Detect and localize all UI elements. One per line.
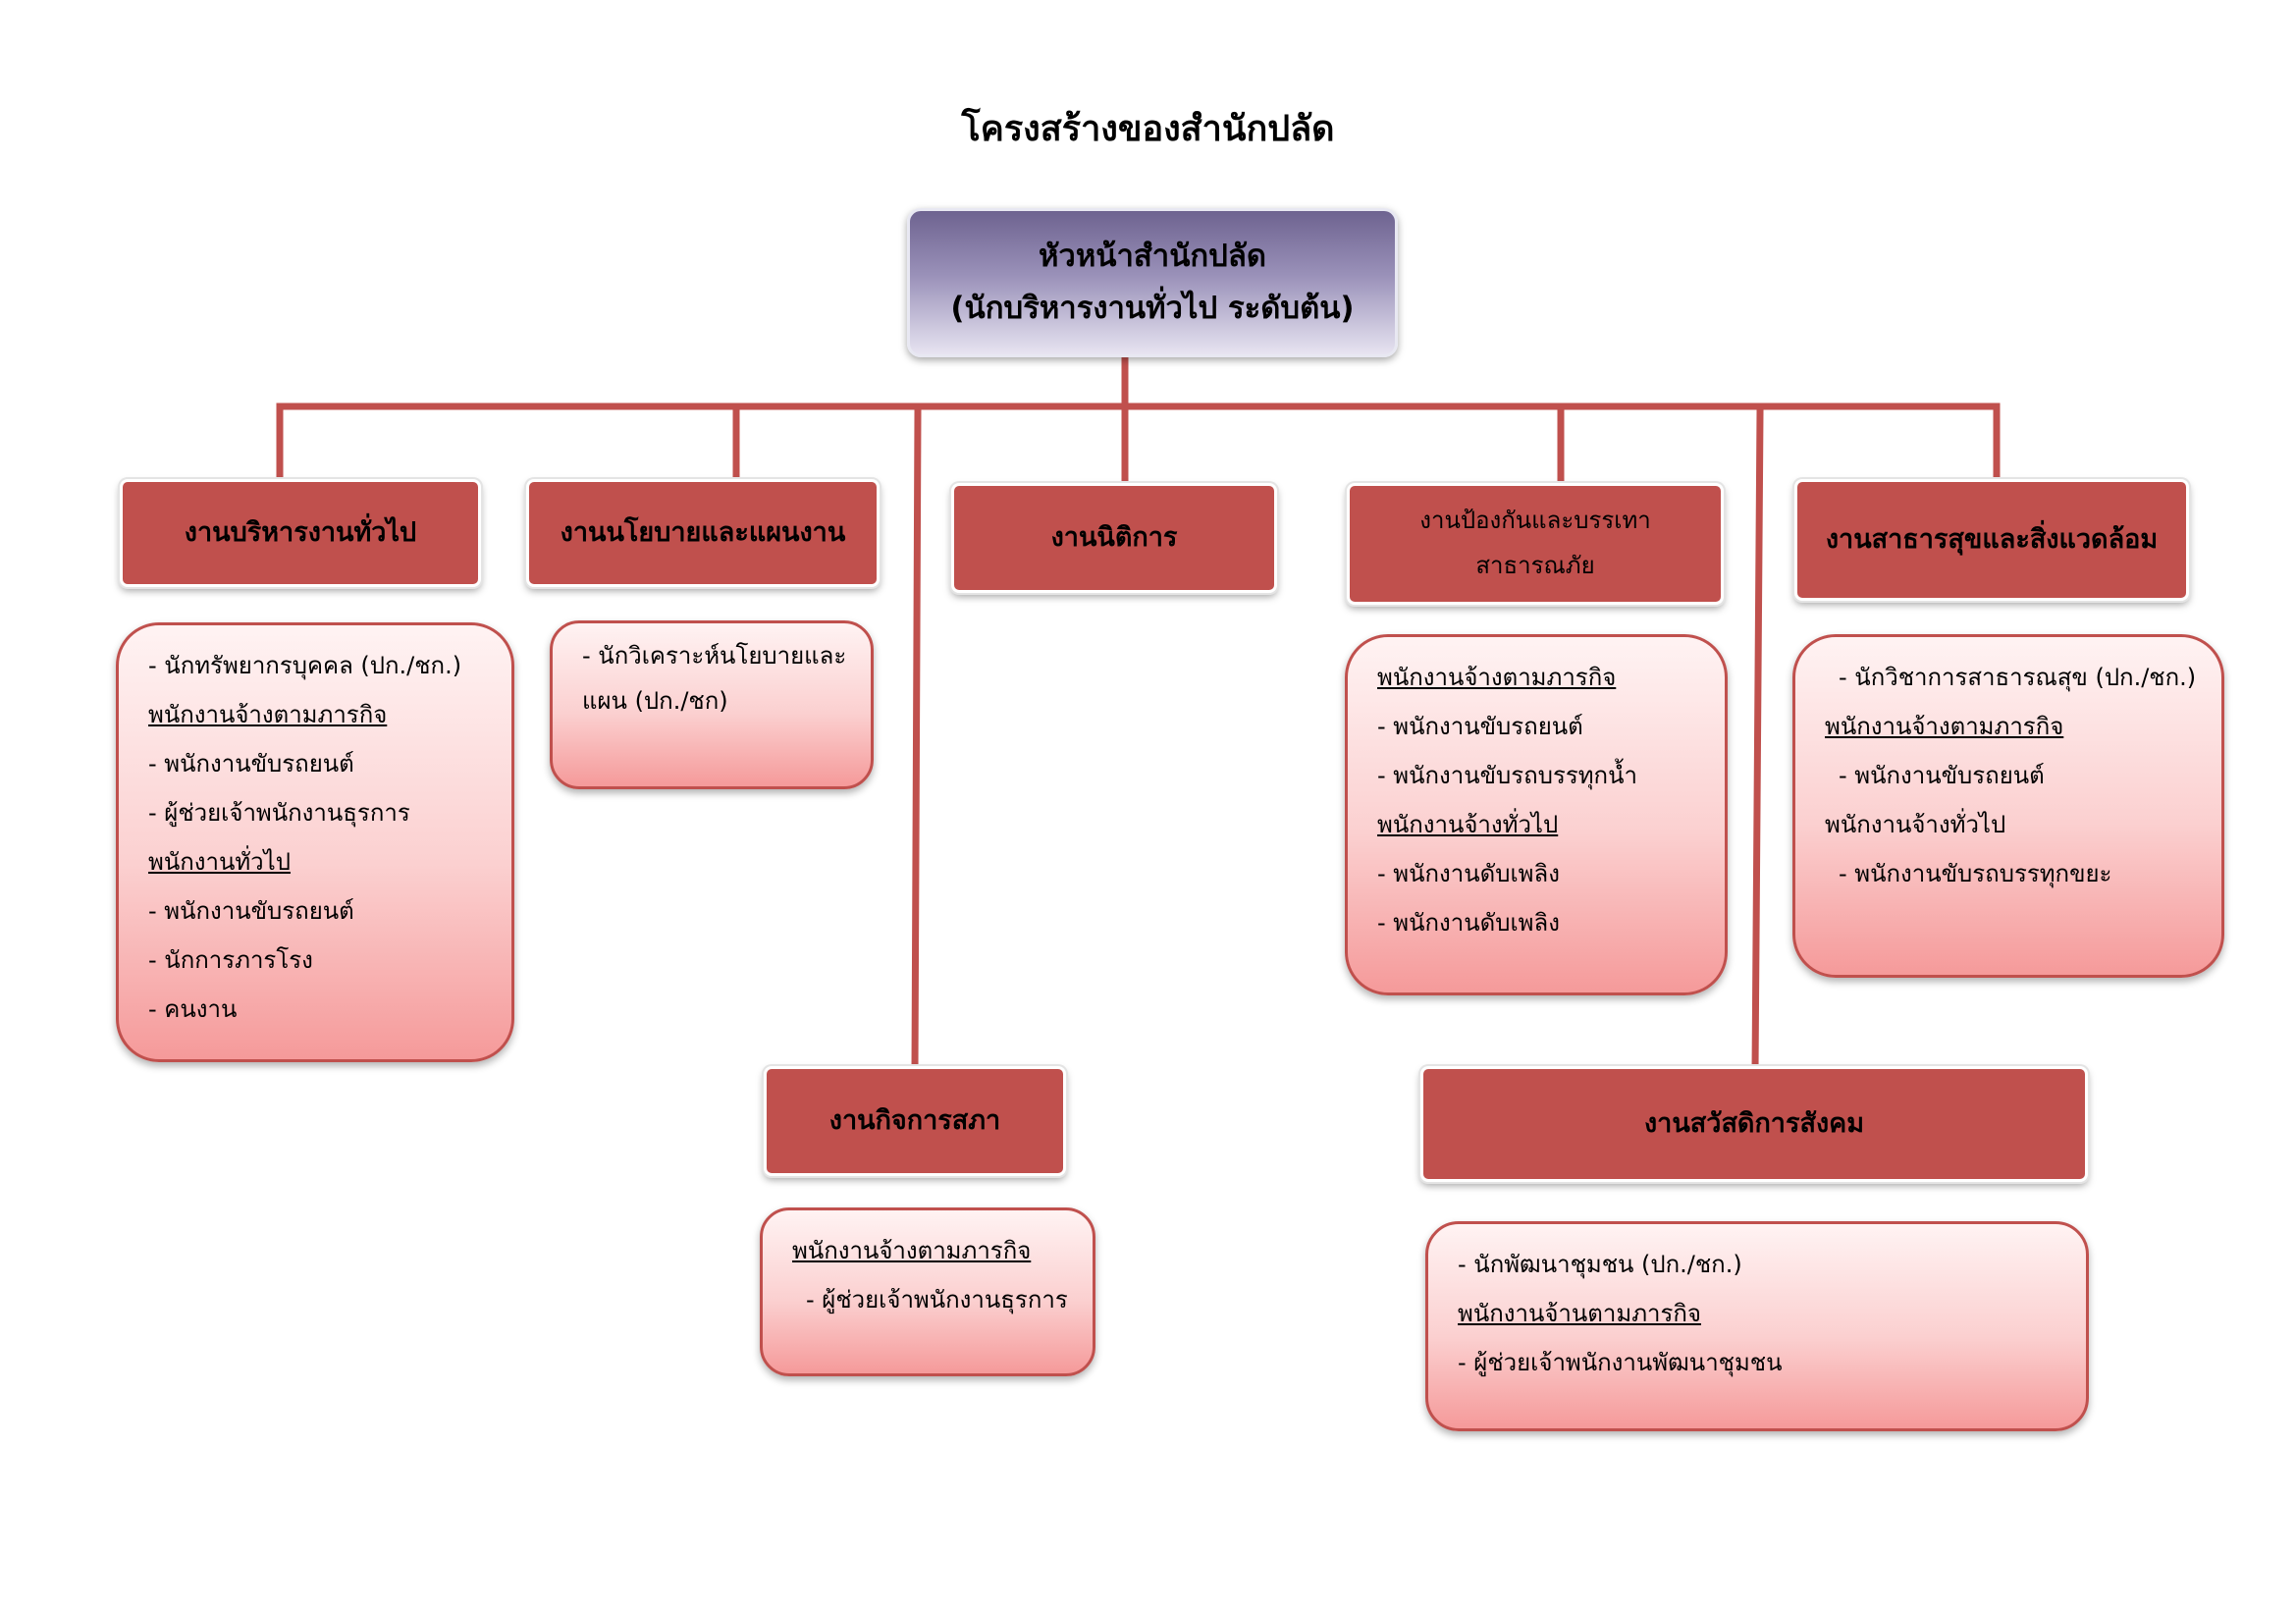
staff-group-heading: พนักงานทั่วไป: [148, 848, 291, 876]
staff-group-heading: พนักงานจ้านตามภารกิจ: [1458, 1300, 1701, 1327]
staff-item: - พนักงานขับรถบรรทุกน้ำ: [1377, 762, 1637, 789]
dept-disaster-label-line1: งานป้องกันและบรรเทา: [1419, 507, 1651, 535]
staff-group-heading: พนักงานจ้างทั่วไป: [1377, 811, 1559, 838]
staff-item: - คนงาน: [148, 995, 238, 1023]
staff-item: - นักวิชาการสาธารณสุข (ปก./ชก.): [1839, 664, 2197, 691]
staff-general-admin: - นักทรัพยากรบุคคล (ปก./ชก.) พนักงานจ้าง…: [116, 622, 514, 1062]
dept-social-welfare: งานสวัสดิการสังคม: [1420, 1066, 2088, 1182]
dept-social-welfare-label: งานสวัสดิการสังคม: [1644, 1107, 1864, 1139]
staff-item: - พนักงานขับรถยนต์: [1377, 713, 1583, 740]
dept-disaster: งานป้องกันและบรรเทา สาธารณภัย: [1347, 483, 1724, 605]
staff-item: - นักพัฒนาชุมชน (ปก./ชก.): [1458, 1251, 1742, 1278]
staff-group-heading: พนักงานจ้างตามภารกิจ: [792, 1237, 1032, 1264]
dept-legal: งานนิติการ: [951, 483, 1277, 593]
dept-legal-label: งานนิติการ: [1050, 521, 1178, 553]
dept-general-admin: งานบริหารงานทั่วไป: [120, 479, 481, 587]
dept-public-health-label: งานสาธารสุขและสิ่งแวดล้อม: [1825, 523, 2159, 555]
staff-disaster: พนักงานจ้างตามภารกิจ - พนักงานขับรถยนต์ …: [1345, 634, 1728, 995]
staff-group-heading: พนักงานจ้างทั่วไป: [1825, 811, 2006, 838]
dept-council: งานกิจการสภา: [764, 1066, 1066, 1176]
dept-general-admin-label: งานบริหารงานทั่วไป: [184, 516, 417, 548]
page-title: โครงสร้างของสำนักปลัด: [961, 109, 1335, 149]
dept-policy-plan: งานนโยบายและแผนงาน: [526, 479, 880, 587]
head-subtitle: (นักบริหารงานทั่วไป ระดับต้น): [950, 291, 1355, 326]
staff-item: - พนักงานขับรถยนต์: [1839, 762, 2045, 789]
staff-group-heading: พนักงานจ้างตามภารกิจ: [148, 701, 388, 728]
staff-policy-plan: - นักวิเคราะห์นโยบายและ แผน (ปก./ชก): [550, 620, 874, 789]
head-title: หัวหน้าสำนักปลัด: [1039, 239, 1266, 275]
staff-item: - ผู้ช่วยเจ้าพนักงานธุรการ: [806, 1286, 1068, 1313]
staff-item: - พนักงานดับเพลิง: [1377, 860, 1560, 887]
head-of-office-box: หัวหน้าสำนักปลัด (นักบริหารงานทั่วไป ระด…: [907, 208, 1398, 357]
staff-item: - ผู้ช่วยเจ้าพนักงานพัฒนาชุมชน: [1458, 1349, 1783, 1376]
drop-social-welfare: [1751, 408, 1764, 1074]
dept-policy-plan-label: งานนโยบายและแผนงาน: [560, 516, 846, 548]
staff-social-welfare: - นักพัฒนาชุมชน (ปก./ชก.) พนักงานจ้านตาม…: [1425, 1221, 2089, 1431]
dept-disaster-label-line2: สาธารณภัย: [1475, 552, 1595, 579]
staff-item: - พนักงานขับรถยนต์: [148, 750, 354, 777]
staff-item: - นักทรัพยากรบุคคล (ปก./ชก.): [148, 652, 462, 679]
staff-item: - นักวิเคราะห์นโยบายและ: [582, 642, 847, 670]
staff-item: - พนักงานขับรถบรรทุกขยะ: [1839, 860, 2112, 887]
staff-group-heading: พนักงานจ้างตามภารกิจ: [1377, 664, 1617, 691]
staff-council: พนักงานจ้างตามภารกิจ - ผู้ช่วยเจ้าพนักงา…: [760, 1207, 1095, 1376]
staff-item: - ผู้ช่วยเจ้าพนักงานธุรการ: [148, 799, 410, 827]
staff-item: - พนักงานขับรถยนต์: [148, 897, 354, 925]
dept-council-label: งานกิจการสภา: [828, 1104, 1001, 1136]
drop-council: [911, 408, 922, 1074]
staff-public-health: - นักวิชาการสาธารณสุข (ปก./ชก.) พนักงานจ…: [1792, 634, 2224, 978]
staff-item: - พนักงานดับเพลิง: [1377, 909, 1560, 937]
dept-public-health: งานสาธารสุขและสิ่งแวดล้อม: [1794, 479, 2189, 601]
staff-item: - นักการภารโรง: [148, 946, 313, 974]
staff-group-heading: พนักงานจ้างตามภารกิจ: [1825, 713, 2064, 740]
staff-item: แผน (ปก./ชก): [582, 687, 728, 715]
